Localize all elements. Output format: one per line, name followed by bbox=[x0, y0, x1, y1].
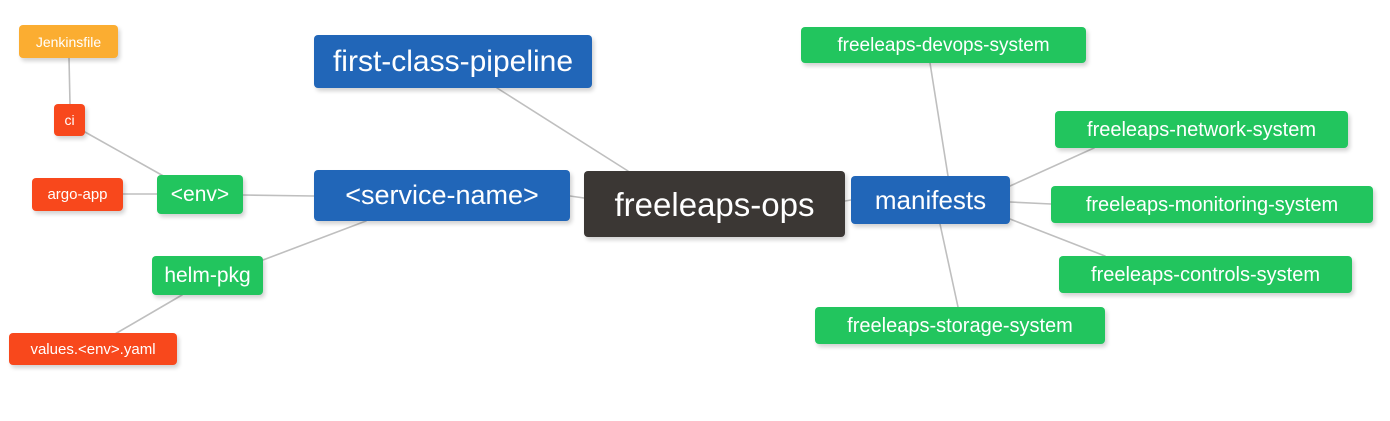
edge-helm-pkg-to-values-env-yaml bbox=[114, 294, 183, 335]
node-ci[interactable]: ci bbox=[54, 104, 85, 136]
node-helm-pkg[interactable]: helm-pkg bbox=[152, 256, 263, 295]
node-freeleaps-devops-system[interactable]: freeleaps-devops-system bbox=[801, 27, 1086, 63]
edge-ci-to-env bbox=[84, 131, 168, 179]
node-jenkinsfile[interactable]: Jenkinsfile bbox=[19, 25, 118, 58]
node-label-manifests: manifests bbox=[874, 185, 987, 215]
node-freeleaps-ops[interactable]: freeleaps-ops bbox=[584, 171, 845, 237]
node-argo-app[interactable]: argo-app bbox=[32, 178, 123, 211]
node-label-freeleaps-controls-system: freeleaps-controls-system bbox=[1091, 263, 1320, 286]
edge-manifests-to-freeleaps-storage-system bbox=[939, 223, 959, 308]
node-values-env-yaml[interactable]: values.<env>.yaml bbox=[9, 333, 177, 365]
edge-first-class-pipeline-to-freeleaps-ops bbox=[496, 87, 629, 172]
node-label-freeleaps-storage-system: freeleaps-storage-system bbox=[847, 314, 1073, 337]
node-label-argo-app: argo-app bbox=[47, 186, 108, 203]
node-label-service-name: <service-name> bbox=[345, 180, 539, 210]
node-service-name[interactable]: <service-name> bbox=[314, 170, 570, 221]
edge-service-name-to-freeleaps-ops bbox=[569, 195, 585, 199]
edge-manifests-to-freeleaps-network-system bbox=[1009, 147, 1095, 187]
edge-manifests-to-freeleaps-controls-system bbox=[1009, 218, 1106, 257]
node-label-env: <env> bbox=[170, 183, 230, 206]
node-label-values-env-yaml: values.<env>.yaml bbox=[30, 340, 156, 358]
node-label-freeleaps-network-system: freeleaps-network-system bbox=[1087, 118, 1316, 141]
node-label-helm-pkg: helm-pkg bbox=[164, 264, 251, 287]
node-label-ci: ci bbox=[64, 112, 75, 128]
edge-service-name-to-helm-pkg bbox=[262, 220, 367, 261]
node-env[interactable]: <env> bbox=[157, 175, 243, 214]
node-freeleaps-monitoring-system[interactable]: freeleaps-monitoring-system bbox=[1051, 186, 1373, 223]
edge-env-to-service-name bbox=[242, 194, 315, 197]
node-manifests[interactable]: manifests bbox=[851, 176, 1010, 224]
node-freeleaps-controls-system[interactable]: freeleaps-controls-system bbox=[1059, 256, 1352, 293]
edge-manifests-to-freeleaps-monitoring-system bbox=[1009, 201, 1052, 205]
edge-manifests-to-freeleaps-devops-system bbox=[929, 62, 949, 177]
node-freeleaps-network-system[interactable]: freeleaps-network-system bbox=[1055, 111, 1348, 148]
node-freeleaps-storage-system[interactable]: freeleaps-storage-system bbox=[815, 307, 1105, 344]
node-first-class-pipeline[interactable]: first-class-pipeline bbox=[314, 35, 592, 88]
node-label-first-class-pipeline: first-class-pipeline bbox=[332, 44, 574, 78]
edge-jenkinsfile-to-ci bbox=[68, 57, 71, 105]
node-label-jenkinsfile: Jenkinsfile bbox=[35, 33, 102, 50]
node-label-freeleaps-devops-system: freeleaps-devops-system bbox=[837, 34, 1050, 56]
node-label-freeleaps-ops: freeleaps-ops bbox=[614, 185, 815, 223]
node-label-freeleaps-monitoring-system: freeleaps-monitoring-system bbox=[1085, 193, 1339, 216]
